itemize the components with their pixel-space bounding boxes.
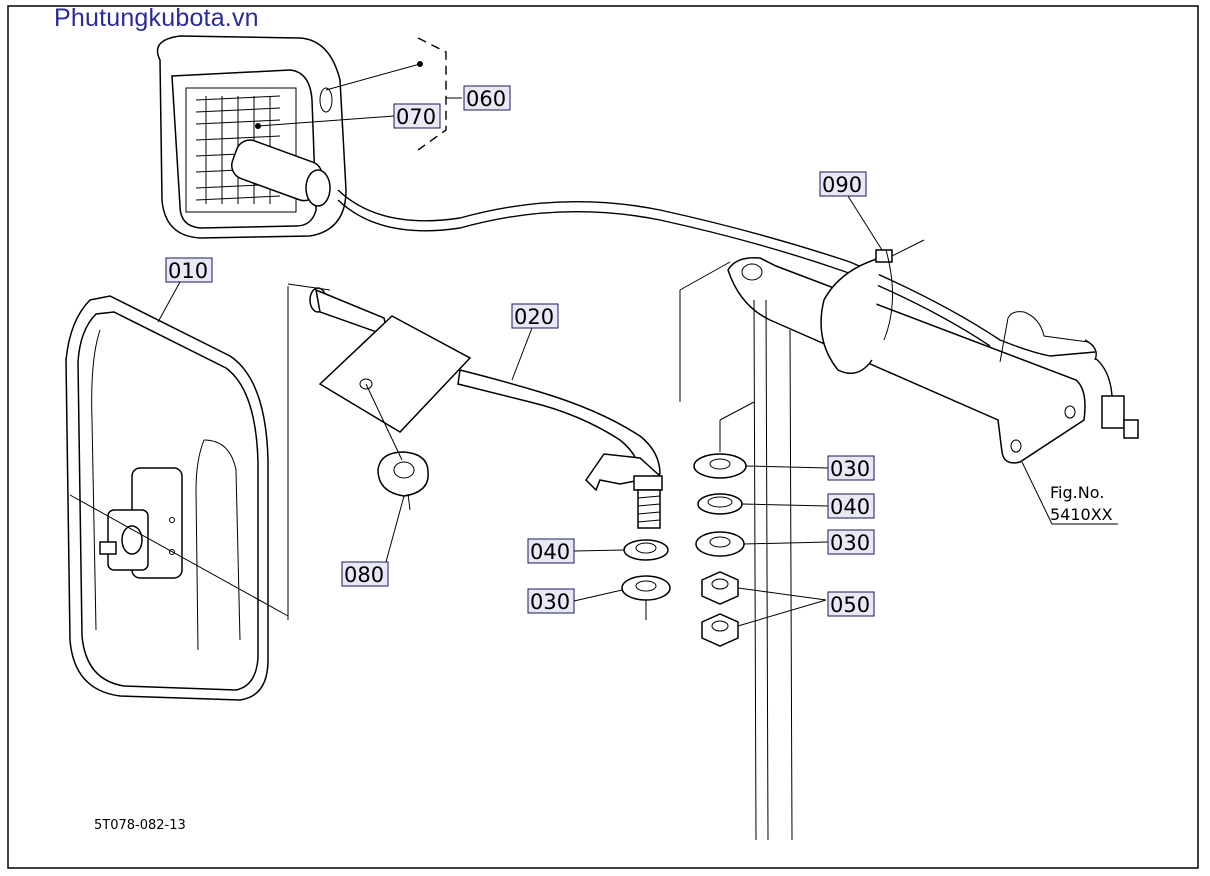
- label-090: 090: [822, 173, 862, 197]
- fig-ref-line1: Fig.No.: [1050, 483, 1104, 502]
- hardware-stack: [693, 420, 747, 647]
- drawing-number: 5T078-082-13: [94, 818, 186, 833]
- label-020: 020: [514, 305, 554, 329]
- mirror: [65, 295, 269, 701]
- mirror-stay: [287, 283, 663, 529]
- watermark-text: Phutungkubota.vn: [54, 4, 259, 32]
- label-070: 070: [396, 105, 436, 129]
- fig-ref-line2: 5410XX: [1050, 505, 1113, 524]
- label-040-b: 040: [530, 540, 570, 564]
- work-light: [156, 35, 347, 239]
- cable-tie: [820, 239, 925, 375]
- hardware-stack-center: [621, 539, 671, 620]
- grommet: [365, 383, 429, 511]
- label-080: 080: [344, 563, 384, 587]
- label-030-c: 030: [530, 590, 570, 614]
- label-050: 050: [830, 593, 870, 617]
- diagram-border: [7, 5, 1199, 869]
- label-030-a: 030: [830, 457, 870, 481]
- connector: [1101, 395, 1139, 439]
- label-030-b: 030: [830, 531, 870, 555]
- label-060: 060: [466, 87, 506, 111]
- mount-bracket: [679, 257, 1089, 841]
- label-040-a: 040: [830, 495, 870, 519]
- label-010: 010: [168, 259, 208, 283]
